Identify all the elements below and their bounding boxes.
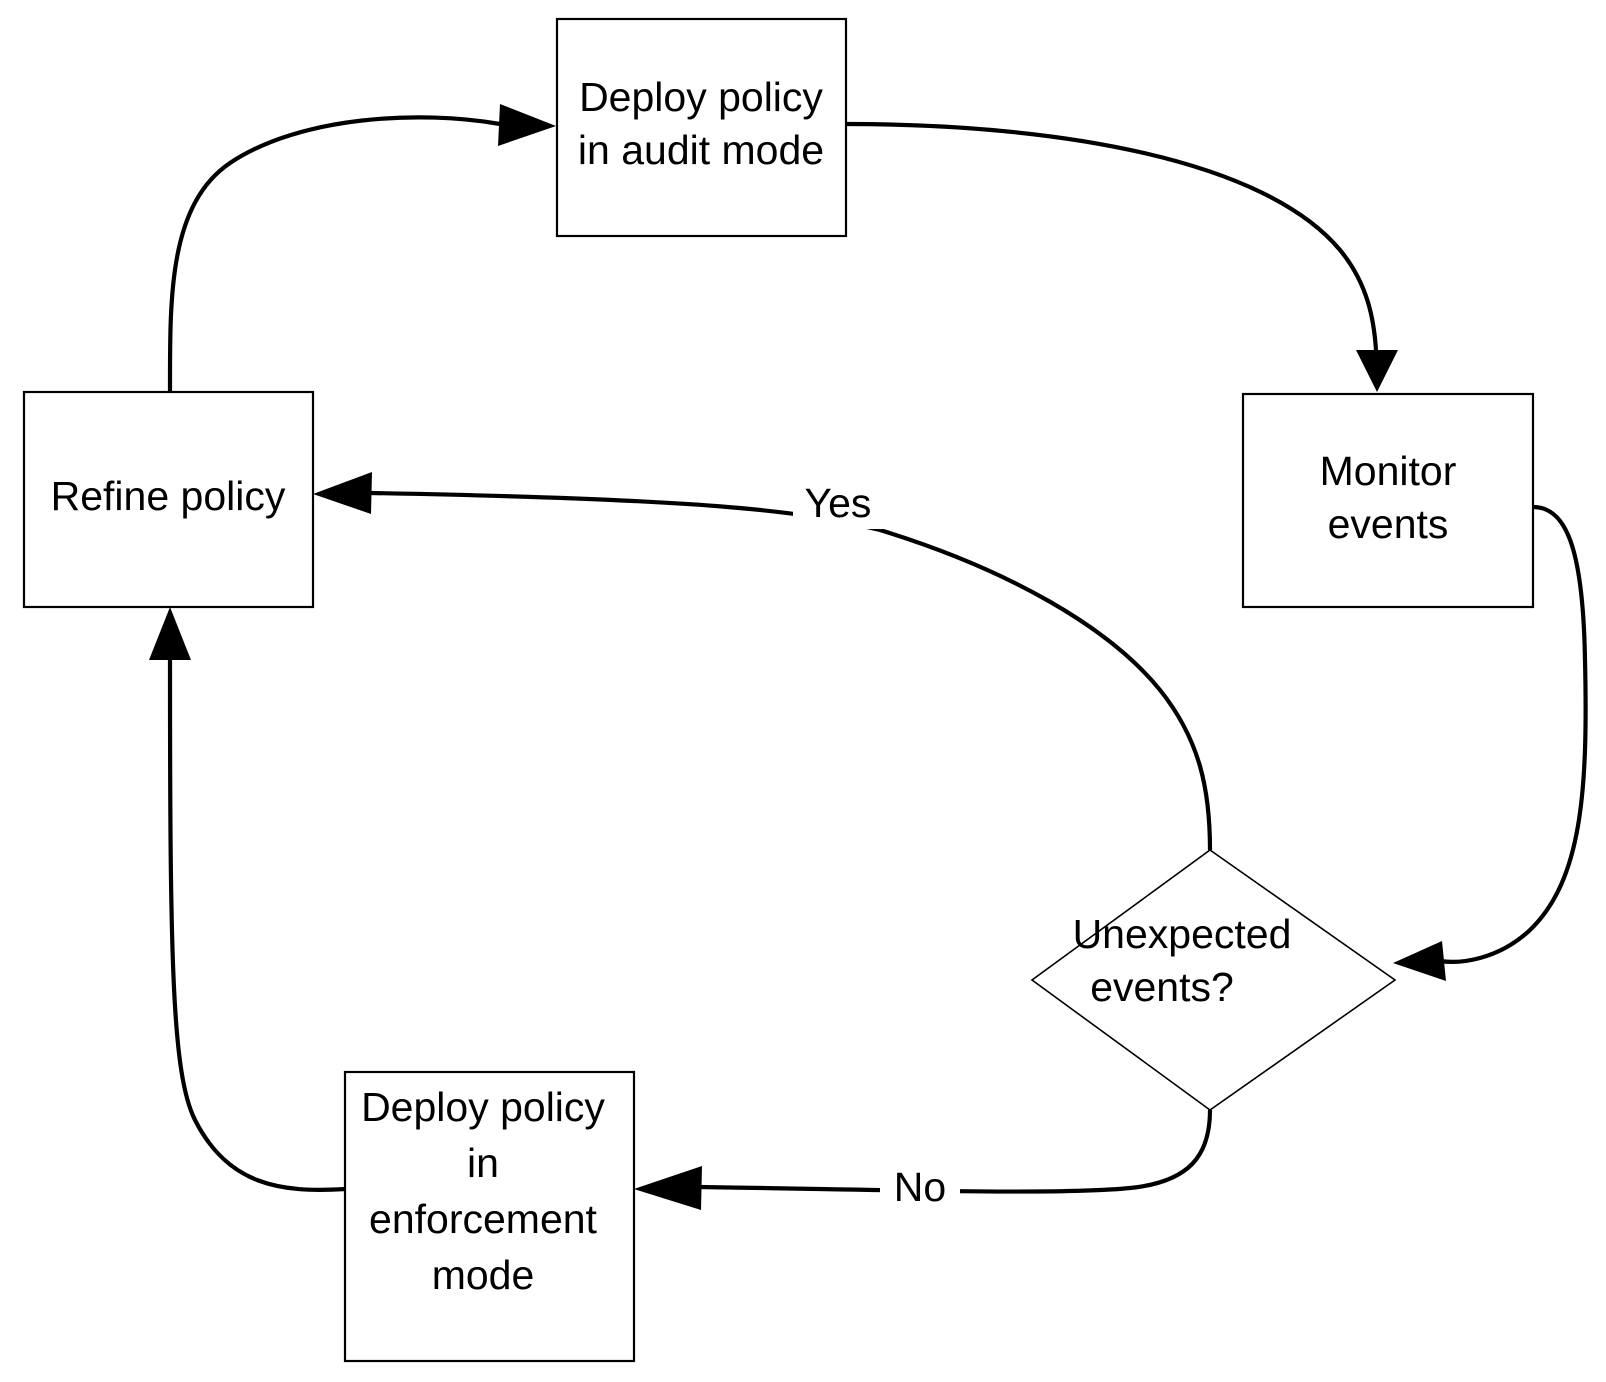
arrowhead-left	[313, 472, 372, 514]
arrowhead-right	[498, 104, 556, 146]
node-unexpected-events-diamond[interactable]	[1030, 849, 1397, 1111]
arrowhead-left	[634, 1166, 702, 1210]
node-monitor-events[interactable]: Monitor events	[1241, 392, 1535, 609]
node-monitor-events-line1: Monitor	[1320, 448, 1457, 494]
edge-label-yes: Yes	[805, 480, 872, 526]
node-deploy-enforcement[interactable]: Deploy policy in enforcement mode	[343, 1070, 636, 1363]
node-deploy-enforcement-line3: enforcement	[369, 1196, 598, 1242]
edge-decision-stem-line	[879, 527, 1213, 851]
arrowhead-left	[1393, 941, 1446, 981]
edge-refine-to-audit	[167, 104, 556, 393]
arrowhead-down	[1356, 350, 1398, 392]
edge-label-no-backdrop	[880, 1163, 960, 1215]
node-monitor-events-line2: events	[1328, 501, 1449, 547]
edge-audit-to-monitor-line	[845, 121, 1379, 351]
edge-decision-stem	[879, 527, 1213, 851]
edge-monitor-to-decision-line	[1439, 504, 1588, 964]
edge-label-yes-backdrop	[793, 477, 885, 529]
node-deploy-audit-box[interactable]	[555, 17, 848, 238]
node-refine-policy-line1: Refine policy	[51, 473, 286, 519]
edge-refine-to-audit-line	[167, 115, 501, 393]
node-deploy-audit-line2: in audit mode	[578, 127, 824, 173]
edge-enforcement-to-refine-line	[167, 659, 346, 1192]
node-unexpected-events[interactable]: Unexpected events?	[1030, 849, 1397, 1111]
node-deploy-enforcement-line2: in	[467, 1140, 499, 1186]
node-monitor-events-box[interactable]	[1241, 392, 1535, 609]
arrowhead-up	[149, 607, 191, 660]
node-deploy-enforcement-box[interactable]	[343, 1070, 636, 1363]
node-refine-policy[interactable]: Refine policy	[22, 390, 315, 609]
node-unexpected-events-line1: Unexpected	[1073, 911, 1292, 957]
node-unexpected-events-line2: events?	[1090, 964, 1234, 1010]
node-deploy-enforcement-line1: Deploy policy	[361, 1084, 605, 1130]
edge-audit-to-monitor	[845, 121, 1398, 392]
node-deploy-audit-line1: Deploy policy	[579, 74, 823, 120]
edge-decision-no-to-enforcement: No	[634, 1109, 1213, 1215]
node-refine-policy-box[interactable]	[22, 390, 315, 609]
node-deploy-audit[interactable]: Deploy policy in audit mode	[555, 17, 848, 238]
node-deploy-enforcement-line4: mode	[432, 1252, 535, 1298]
edge-decision-no-line	[699, 1109, 1213, 1194]
edge-label-no: No	[894, 1164, 946, 1210]
edge-decision-yes-to-refine: Yes	[313, 472, 885, 533]
edge-monitor-to-decision	[1393, 504, 1588, 981]
edge-enforcement-to-refine	[149, 607, 346, 1192]
